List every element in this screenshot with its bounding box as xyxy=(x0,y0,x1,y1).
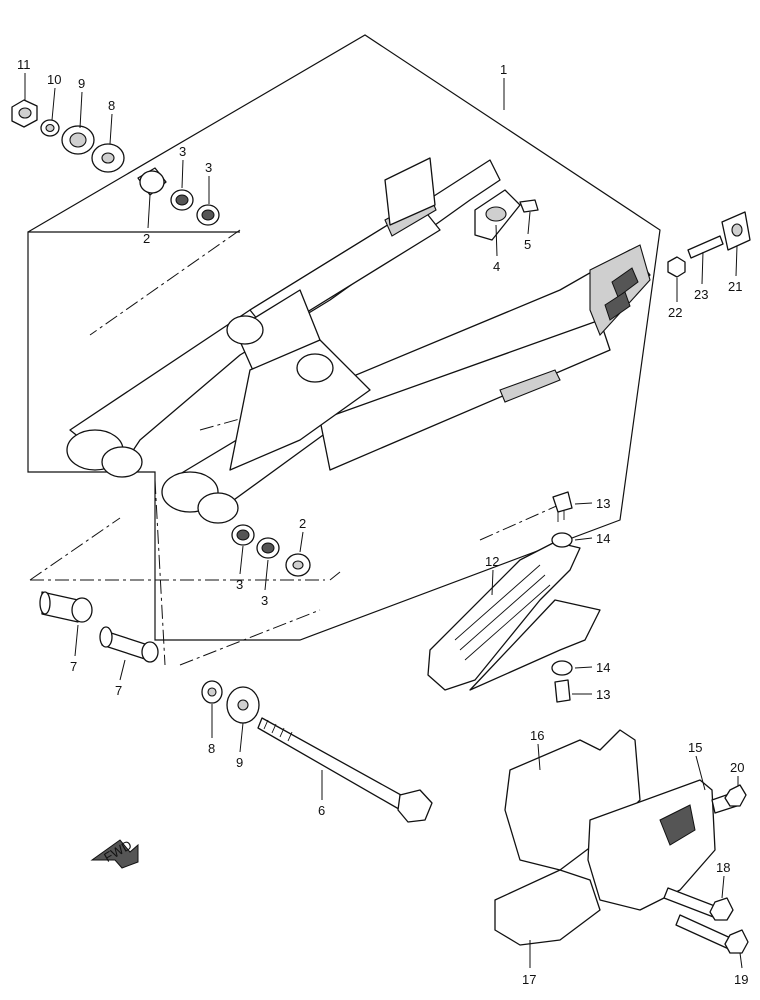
adjuster-hardware xyxy=(667,211,751,278)
label-part-14-bottom: 14 xyxy=(596,660,610,675)
swingarm-body xyxy=(66,157,651,524)
label-part-14-top: 14 xyxy=(596,531,610,546)
label-part-8-bottom: 8 xyxy=(208,741,215,756)
fwd-arrow-icon: FWD xyxy=(90,837,139,869)
label-part-2-top: 2 xyxy=(143,231,150,246)
label-part-13-bottom: 13 xyxy=(596,687,610,702)
label-part-22: 22 xyxy=(668,305,682,320)
label-part-17: 17 xyxy=(522,972,536,987)
label-part-15: 15 xyxy=(688,740,702,755)
guide-screws xyxy=(551,491,573,703)
assembly-frame xyxy=(27,34,661,641)
label-part-10: 10 xyxy=(47,72,61,87)
bolt-5 xyxy=(519,199,539,213)
label-part-8: 8 xyxy=(108,98,115,113)
label-part-6: 6 xyxy=(318,803,325,818)
leader-lines xyxy=(24,73,743,969)
pivot-collars xyxy=(39,591,159,663)
label-part-20: 20 xyxy=(730,760,744,775)
label-part-12: 12 xyxy=(485,554,499,569)
label-part-18: 18 xyxy=(716,860,730,875)
label-part-7-b: 7 xyxy=(115,683,122,698)
label-part-13-top: 13 xyxy=(596,496,610,511)
adjuster-plate xyxy=(474,189,521,241)
label-part-9-bottom: 9 xyxy=(236,755,243,770)
label-part-4: 4 xyxy=(493,259,500,274)
label-part-3-top-b: 3 xyxy=(205,160,212,175)
part-labels: 1 11 10 9 8 3 3 2 5 4 22 23 21 2 3 3 7 7… xyxy=(17,57,748,987)
chain-guide xyxy=(427,541,601,691)
label-part-7-a: 7 xyxy=(70,659,77,674)
label-part-21: 21 xyxy=(728,279,742,294)
label-part-9: 9 xyxy=(78,76,85,91)
label-part-1: 1 xyxy=(500,62,507,77)
pivot-hardware-bottom xyxy=(231,524,311,577)
label-part-3-bottom-a: 3 xyxy=(236,577,243,592)
label-part-23: 23 xyxy=(694,287,708,302)
label-part-11: 11 xyxy=(17,57,31,72)
label-part-3-top-a: 3 xyxy=(179,144,186,159)
label-part-2-bottom: 2 xyxy=(299,516,306,531)
label-part-19: 19 xyxy=(734,972,748,987)
pivot-bolt-assembly xyxy=(201,680,433,823)
pivot-hardware-top xyxy=(11,99,220,226)
caliper-bracket-assembly xyxy=(494,729,749,954)
label-part-3-bottom-b: 3 xyxy=(261,593,268,608)
label-part-16: 16 xyxy=(530,728,544,743)
label-part-5: 5 xyxy=(524,237,531,252)
